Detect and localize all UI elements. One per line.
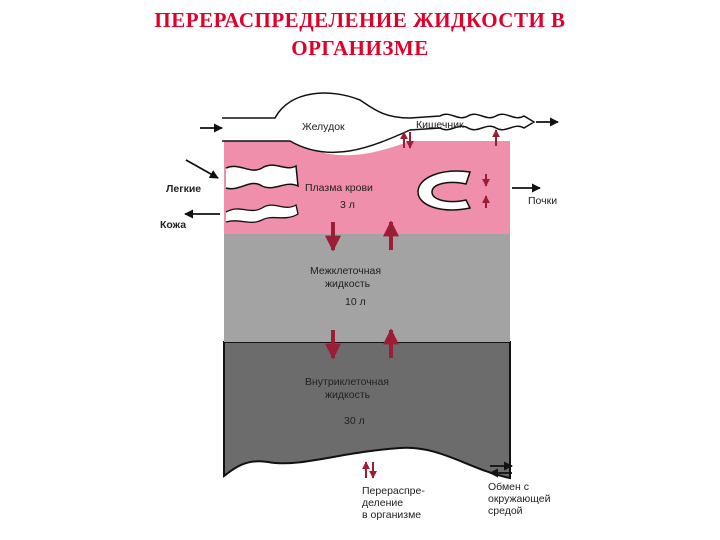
lungs-label: Легкие (166, 183, 201, 195)
legend-exchange-line2: окружающей (488, 493, 551, 505)
title-line-1: ПЕРЕРАСПРЕДЕЛЕНИЕ ЖИДКОСТИ В (154, 8, 566, 32)
interstitial-volume: 10 л (345, 296, 366, 308)
intracellular-name-line1: Внутриклеточная (305, 376, 389, 388)
intracellular-name-line2: жидкость (325, 389, 371, 401)
redistribution-arrow-intestine (400, 131, 414, 149)
legend-redistribution-icon (362, 461, 377, 479)
intracellular-compartment (223, 341, 511, 480)
plasma-name: Плазма крови (305, 182, 373, 194)
stomach-label: Желудок (302, 121, 345, 133)
interstitial-name-line1: Межклеточная (310, 265, 381, 277)
skin-label: Кожа (160, 219, 186, 231)
skin-structure (225, 203, 299, 223)
kidneys-label: Почки (528, 195, 557, 207)
intestine-label: Кишечник (416, 119, 464, 131)
intracellular-volume: 30 л (344, 415, 365, 427)
legend-redistribution-line3: в организме (362, 509, 421, 521)
plasma-volume: 3 л (340, 199, 355, 211)
legend-redistribution-line1: Перераспре- (362, 485, 425, 497)
legend-exchange-line1: Обмен с (488, 481, 529, 493)
page-title: ПЕРЕРАСПРЕДЕЛЕНИЕ ЖИДКОСТИ В ОРГАНИЗМЕ (0, 6, 720, 62)
interstitial-name-line2: жидкость (325, 278, 371, 290)
lungs-inflow-arrow (185, 159, 219, 179)
lungs-structure (225, 164, 299, 190)
title-line-2: ОРГАНИЗМЕ (291, 36, 429, 60)
interstitial-compartment (224, 234, 510, 342)
gi-tract (222, 92, 536, 154)
legend-exchange-line3: средой (488, 505, 523, 517)
kidney-structure (417, 170, 472, 211)
legend-redistribution-line2: деление (362, 497, 403, 509)
legend-exchange-icon (489, 461, 513, 478)
